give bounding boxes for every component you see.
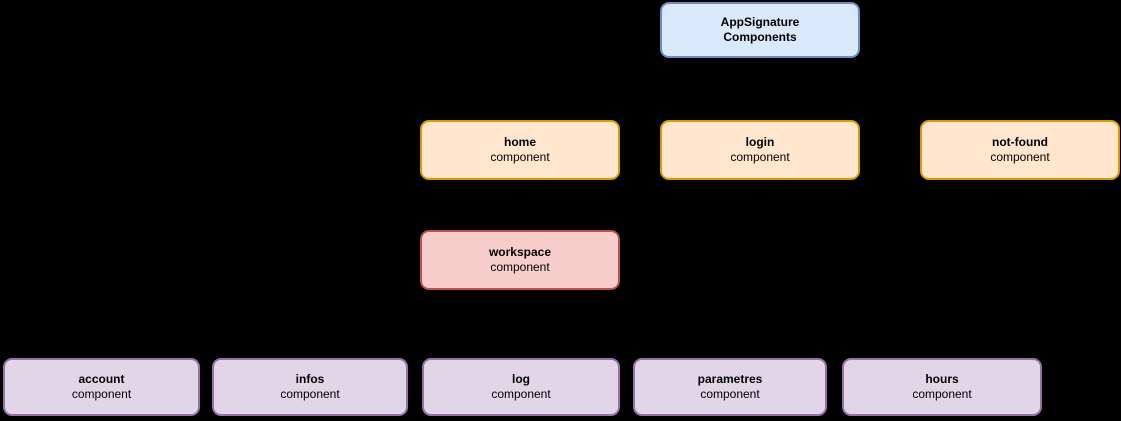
node-subtitle: component: [700, 387, 760, 401]
node-subtitle: component: [912, 387, 972, 401]
node-title: infos: [295, 372, 325, 386]
node-subtitle: component: [990, 150, 1050, 164]
node-title: AppSignature: [720, 15, 800, 29]
node-title: log: [512, 372, 530, 386]
node-title: account: [78, 372, 125, 386]
node-title: workspace: [488, 245, 552, 259]
node-subtitle: component: [71, 387, 132, 401]
node-title: home: [503, 135, 536, 149]
node-subtitle: component: [490, 150, 550, 164]
node-log-component: log component: [422, 358, 620, 416]
node-infos-component: infos component: [212, 358, 408, 416]
node-subtitle: component: [490, 260, 550, 274]
node-home-component: home component: [420, 120, 620, 180]
node-subtitle: component: [280, 387, 340, 401]
node-subtitle: Components: [723, 30, 797, 44]
node-subtitle: component: [491, 387, 551, 401]
node-title: login: [745, 135, 775, 149]
node-title: parametres: [697, 372, 763, 386]
node-subtitle: component: [730, 150, 790, 164]
node-hours-component: hours component: [842, 358, 1042, 416]
node-parametres-component: parametres component: [633, 358, 827, 416]
node-appsignature-components: AppSignature Components: [660, 2, 860, 58]
node-title: not-found: [992, 135, 1048, 149]
node-not-found-component: not-found component: [920, 120, 1120, 180]
node-workspace-component: workspace component: [420, 230, 620, 290]
node-account-component: account component: [3, 358, 200, 416]
node-login-component: login component: [660, 120, 860, 180]
node-title: hours: [925, 372, 959, 386]
